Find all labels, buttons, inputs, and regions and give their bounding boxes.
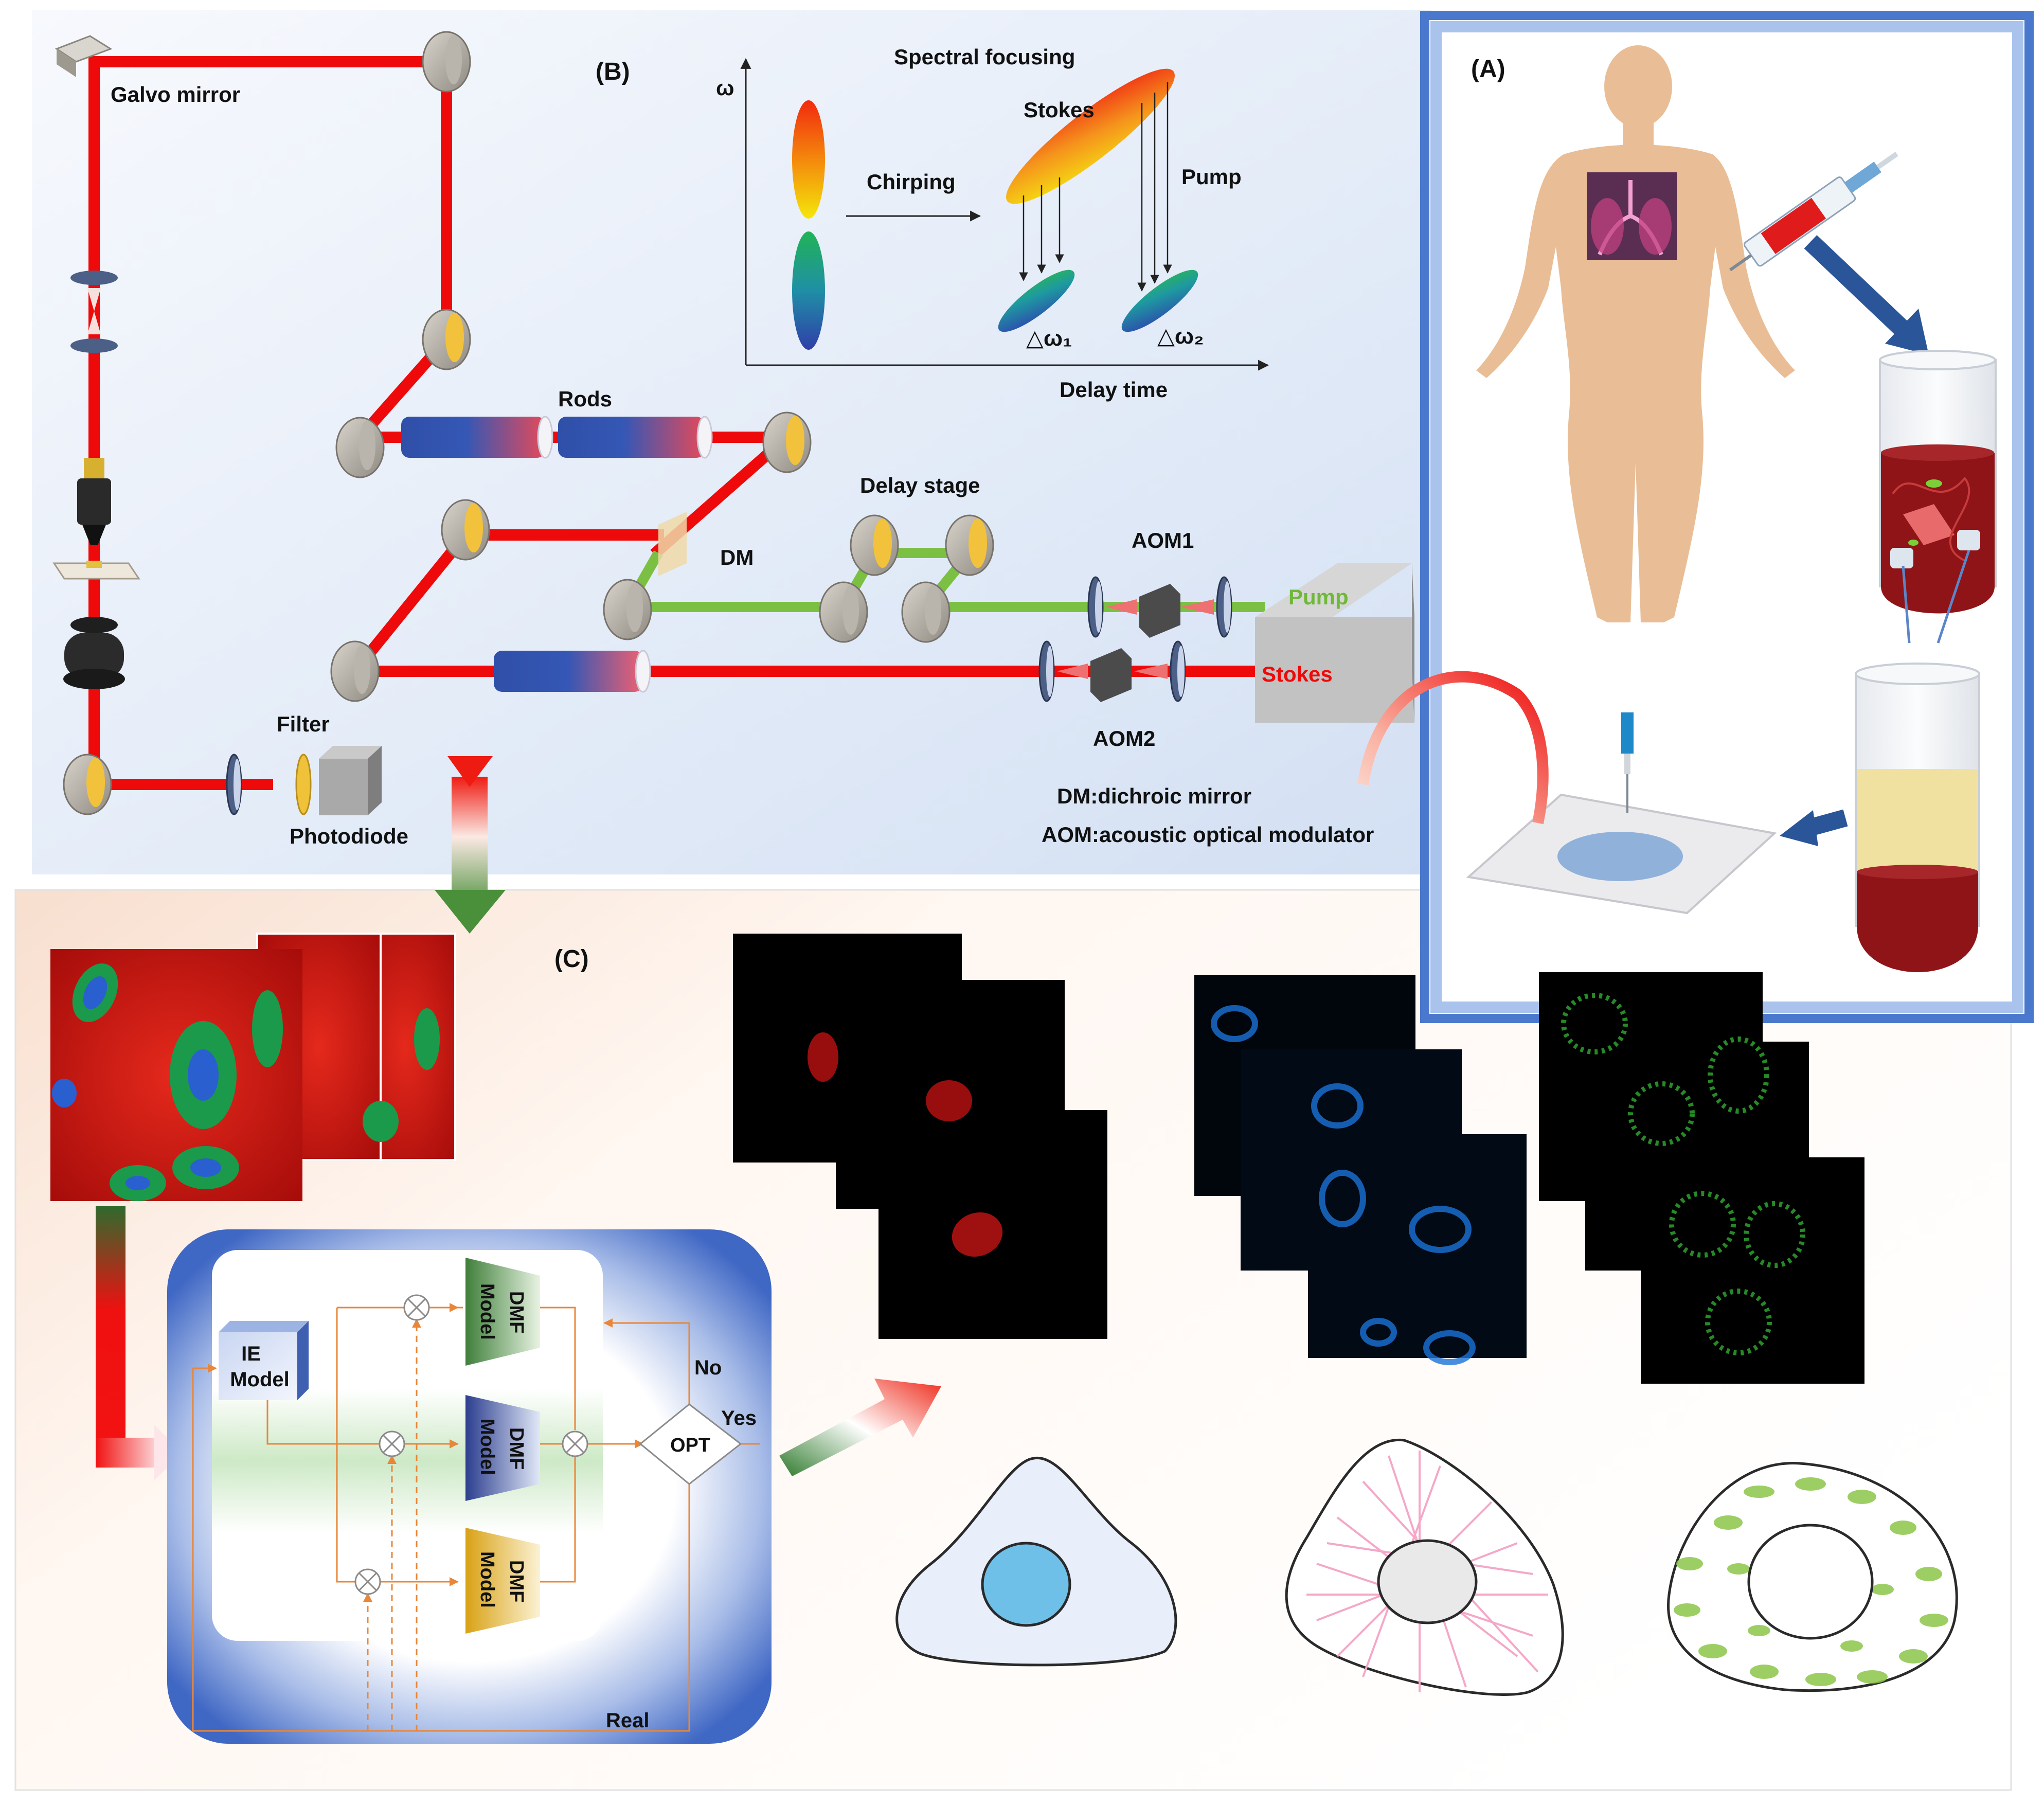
dichroic-mirror <box>658 512 687 576</box>
difference-pulse-2 <box>1121 270 1198 332</box>
svg-text:OPT: OPT <box>670 1435 710 1456</box>
red-beam-scan <box>88 56 452 445</box>
label-aom1: AOM1 <box>1132 528 1194 552</box>
label-pump-inset: Pump <box>1181 165 1242 189</box>
pulse-warm <box>792 100 825 219</box>
legend-dm: DM:dichroic mirror <box>1057 784 1251 808</box>
arrow-model-to-output <box>779 1379 941 1476</box>
label-pump: Pump <box>1288 585 1349 609</box>
human-body <box>1476 45 1795 622</box>
microtubule-image-stack <box>1194 975 1527 1365</box>
multiply-nodes <box>354 1294 588 1595</box>
label-dw1: △ω₁ <box>1026 326 1072 351</box>
filter-element <box>295 754 312 815</box>
ie-model-line1: IE <box>241 1343 261 1365</box>
panel-a-sample-preparation: (A) <box>1466 45 1997 972</box>
microscope-objective <box>77 458 111 545</box>
opt-decision: OPT <box>639 1403 760 1485</box>
label-stokes-inset: Stokes <box>1024 98 1095 122</box>
label-omega: ω <box>716 76 734 100</box>
galvo-mirror <box>55 35 113 77</box>
label-dm: DM <box>720 545 754 569</box>
syringe <box>1729 152 1898 272</box>
label-real: Real <box>606 1709 650 1732</box>
srs-image-stack <box>50 933 456 1201</box>
label-delay-time: Delay time <box>1060 378 1168 402</box>
label-galvo-mirror: Galvo mirror <box>111 82 240 106</box>
ie-model-block: IE Model <box>219 1321 309 1400</box>
legend-aom: AOM:acoustic optical modulator <box>1042 822 1374 847</box>
label-panel-c: (C) <box>554 945 589 973</box>
arrow-images-to-model <box>96 1206 183 1480</box>
chirped-stokes-pump <box>1006 68 1175 204</box>
spectral-focusing-inset: Spectral focusing ω Chirping Stokes Pump… <box>716 45 1269 402</box>
cell-nucleus-cartoon <box>895 1456 1177 1667</box>
rods <box>401 416 713 693</box>
cell-mitochondria-cartoon <box>1667 1462 1958 1692</box>
label-dw2: △ω₂ <box>1157 324 1204 349</box>
label-photodiode: Photodiode <box>290 824 408 848</box>
label-panel-b: (B) <box>596 58 630 85</box>
label-rods: Rods <box>558 387 612 411</box>
photodiode <box>319 746 382 815</box>
lungs-image <box>1587 172 1677 260</box>
dmf-model-yellow: DMF Model <box>465 1528 540 1634</box>
difference-pulse-1 <box>998 270 1075 332</box>
label-chirping: Chirping <box>867 170 956 194</box>
svg-text:Model: Model <box>476 1551 498 1608</box>
optical-setup: (B) Galvo mirror Rods DM Delay stage AOM… <box>52 31 1414 848</box>
condenser <box>63 617 125 689</box>
label-no: No <box>694 1356 722 1379</box>
label-stokes: Stokes <box>1262 662 1333 686</box>
blood-tube <box>1879 350 1997 643</box>
label-delay-stage: Delay stage <box>860 473 980 497</box>
label-aom2: AOM2 <box>1093 726 1155 750</box>
label-yes: Yes <box>721 1407 757 1429</box>
dmf-model-green: DMF Model <box>465 1258 540 1366</box>
svg-text:Model: Model <box>476 1419 498 1475</box>
arrow-setup-to-images <box>435 756 506 934</box>
telescope-lenses <box>70 271 118 353</box>
separated-tube <box>1855 663 1980 972</box>
label-filter: Filter <box>277 712 330 736</box>
svg-text:DMF: DMF <box>506 1291 527 1333</box>
label-panel-a: (A) <box>1471 56 1505 83</box>
sample-stage <box>52 561 140 580</box>
optical-fiber <box>1357 671 1549 825</box>
aom1 <box>1087 576 1232 638</box>
mitochondria-image-stack <box>1539 972 1864 1384</box>
pulse-cool <box>792 231 825 350</box>
svg-text:DMF: DMF <box>506 1427 527 1470</box>
model-wiring <box>192 1303 694 1732</box>
ie-model-line2: Model <box>230 1368 290 1391</box>
laser-source <box>1255 563 1414 723</box>
aom2 <box>1038 640 1186 702</box>
svg-text:DMF: DMF <box>506 1560 527 1602</box>
sample-slide <box>1466 712 1777 915</box>
label-spectral-focusing: Spectral focusing <box>894 45 1075 69</box>
svg-text:Model: Model <box>476 1283 498 1340</box>
nucleus-image-stack <box>733 934 1107 1339</box>
cell-microtubule-cartoon <box>1285 1438 1564 1696</box>
green-beam-pump <box>627 548 1265 612</box>
dmf-model-blue: DMF Model <box>465 1395 540 1501</box>
